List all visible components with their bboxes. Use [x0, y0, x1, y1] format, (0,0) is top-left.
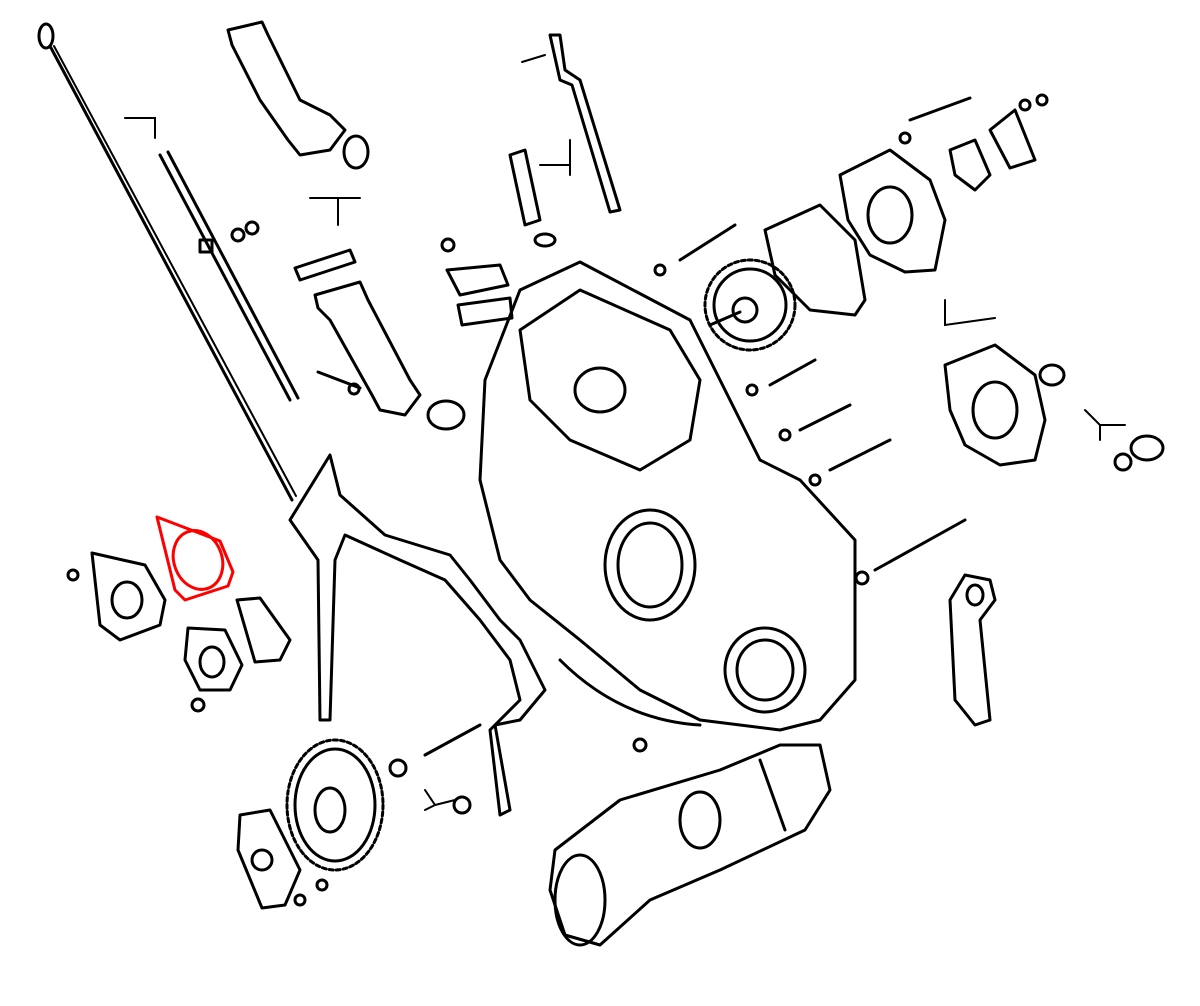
front-gear-housing[interactable]	[478, 260, 857, 732]
valve-assembly[interactable]	[508, 33, 622, 248]
bolt[interactable]	[653, 223, 737, 277]
idler-gear[interactable]	[703, 258, 797, 352]
starter-motor[interactable]	[548, 743, 832, 947]
dipstick-tube[interactable]	[124, 117, 300, 402]
accessory-drive-housing-lower[interactable]	[943, 343, 1165, 472]
bolt[interactable]	[230, 220, 260, 243]
gear-hub-plate[interactable]	[236, 808, 329, 910]
lifting-bracket[interactable]	[948, 573, 997, 727]
water-inlet-pipe[interactable]	[293, 248, 466, 431]
front-cover-gasket[interactable]	[288, 453, 547, 817]
water-outlet-pipe[interactable]	[226, 20, 370, 170]
leader-line	[309, 197, 361, 226]
thermostat-cover[interactable]	[440, 237, 514, 327]
bolt-washer[interactable]	[388, 723, 648, 815]
cover-gasket[interactable]	[763, 203, 867, 317]
accessory-drive-housing[interactable]	[838, 96, 972, 274]
leader-line	[944, 299, 996, 327]
small-cover-plate[interactable]	[948, 93, 1049, 192]
cover-plate[interactable]	[66, 551, 167, 642]
bolt-set[interactable]	[745, 358, 967, 586]
crankshaft-gear[interactable]	[285, 738, 385, 872]
cover-plate-small[interactable]	[183, 596, 292, 713]
highlighted-gasket[interactable]	[155, 515, 235, 602]
dipstick[interactable]	[37, 22, 297, 502]
